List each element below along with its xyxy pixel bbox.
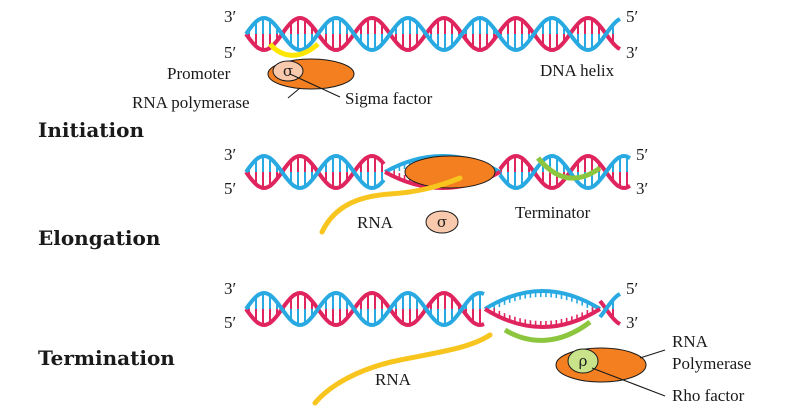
promoter-segment bbox=[268, 42, 320, 58]
rna-transcript-elongation bbox=[319, 175, 463, 235]
stage-elongation-label: Elongation bbox=[38, 226, 161, 250]
terminator-label: Terminator bbox=[515, 203, 591, 222]
sigma-factor-label: Sigma factor bbox=[345, 89, 433, 108]
rna-label-elongation: RNA bbox=[357, 213, 394, 232]
strand-end-5prime-left-2: 5′ bbox=[224, 179, 236, 198]
terminator-segment-termination bbox=[503, 320, 592, 343]
strand-end-5prime-right-2: 5′ bbox=[636, 145, 648, 164]
strand-end-3prime-right-3: 3′ bbox=[626, 313, 638, 332]
sigma-pointer-line bbox=[289, 73, 341, 98]
dna-strand-red bbox=[244, 290, 621, 328]
strand-end-3prime-right-1: 3′ bbox=[626, 43, 638, 62]
dna-strand-blue bbox=[244, 290, 621, 328]
rho-factor-pointer bbox=[591, 367, 666, 397]
dna-strand-blue bbox=[244, 153, 631, 191]
dna-strand-blue bbox=[244, 15, 621, 53]
sigma-symbol-initiation: σ bbox=[283, 62, 293, 80]
terminator-segment bbox=[536, 156, 602, 181]
strand-end-3prime-right-2: 3′ bbox=[636, 179, 648, 198]
rna-polymerase-pointer-line bbox=[287, 87, 301, 99]
rna-polymerase-label-line1: RNA bbox=[672, 332, 709, 351]
rho-factor-blob bbox=[567, 348, 599, 374]
stage-initiation-label: Initiation bbox=[38, 118, 144, 142]
sigma-symbol-elongation: σ bbox=[437, 213, 447, 231]
rho-symbol: ρ bbox=[579, 352, 588, 370]
strand-end-5prime-left-1: 5′ bbox=[224, 43, 236, 62]
rna-transcript-released bbox=[312, 332, 493, 406]
rna-polymerase-label-line2: Polymerase bbox=[672, 354, 751, 373]
transcription-bubble-termination bbox=[483, 289, 602, 329]
stage-termination-label: Termination bbox=[38, 346, 175, 370]
dna-helix-initiation bbox=[244, 15, 621, 53]
strand-end-5prime-left-3: 5′ bbox=[224, 313, 236, 332]
strand-end-5prime-right-3: 5′ bbox=[626, 279, 638, 298]
sigma-factor-released bbox=[425, 210, 459, 234]
dna-strand-red bbox=[244, 15, 621, 53]
rna-polymerase-elongation bbox=[404, 155, 496, 189]
strand-end-3prime-left-2: 3′ bbox=[224, 145, 236, 164]
dna-helix-termination bbox=[244, 290, 621, 328]
strand-end-3prime-left-1: 3′ bbox=[224, 7, 236, 26]
strand-end-5prime-right-1: 5′ bbox=[626, 7, 638, 26]
rna-polymerase-label: RNA polymerase bbox=[132, 93, 250, 112]
rho-factor-label: Rho factor bbox=[672, 386, 745, 405]
rna-polymerase-released-pointer bbox=[639, 349, 666, 359]
strand-end-3prime-left-3: 3′ bbox=[224, 279, 236, 298]
rna-label-termination: RNA bbox=[375, 370, 412, 389]
promoter-label: Promoter bbox=[167, 64, 231, 83]
dna-helix-label: DNA helix bbox=[540, 61, 615, 80]
